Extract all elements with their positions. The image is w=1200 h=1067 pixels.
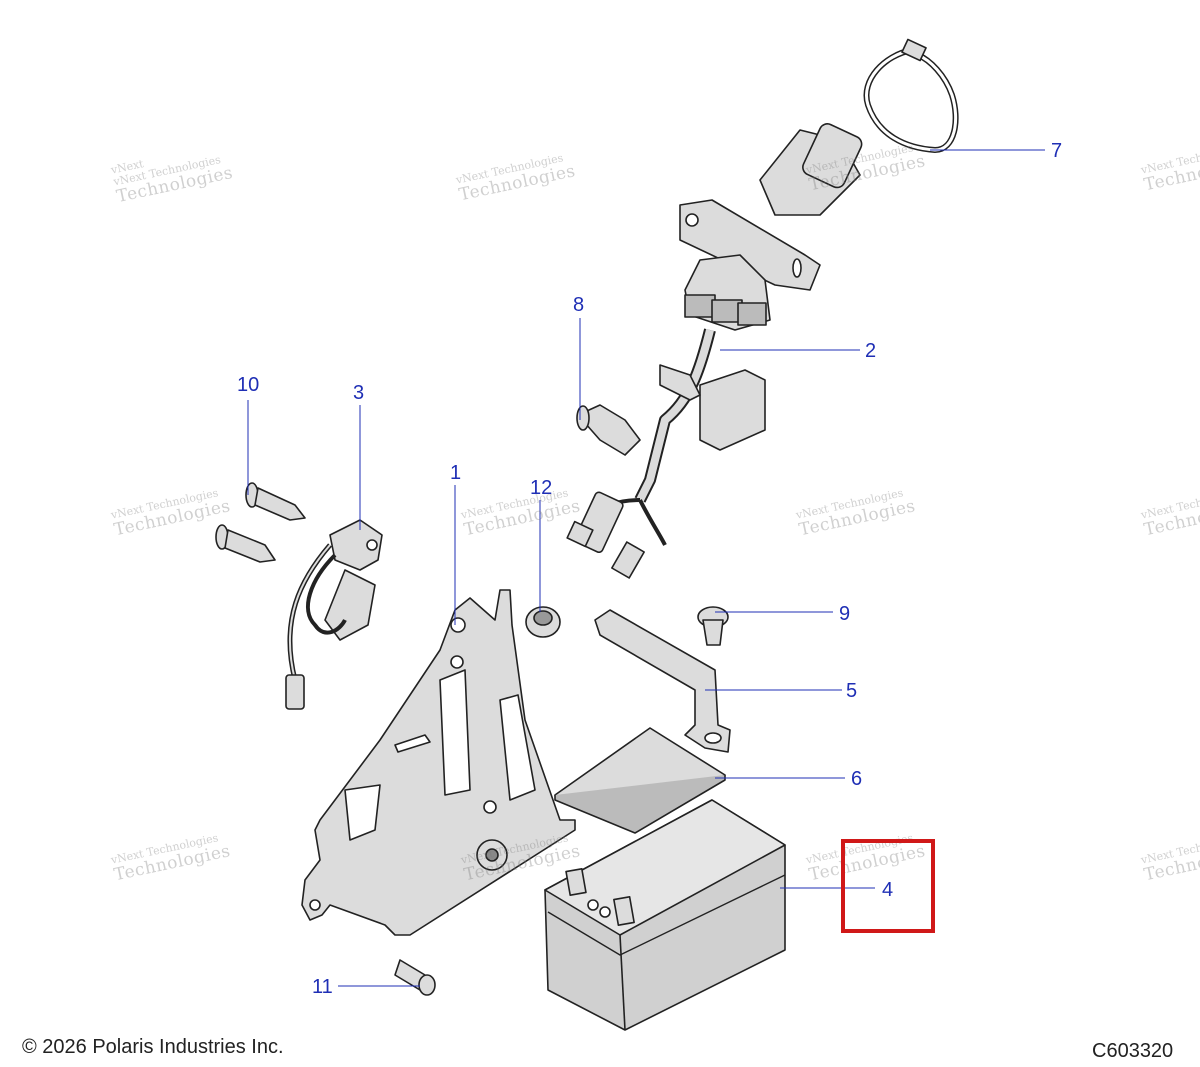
callout-9[interactable]: 9 xyxy=(839,603,851,625)
highlight-box xyxy=(841,839,935,933)
callout-3[interactable]: 3 xyxy=(353,382,365,404)
callout-8[interactable]: 8 xyxy=(573,294,585,316)
part-3-sensor[interactable] xyxy=(285,519,383,710)
callout-6[interactable]: 6 xyxy=(851,768,863,790)
part-5-strap[interactable] xyxy=(594,609,731,753)
callout-11[interactable]: 11 xyxy=(312,976,333,998)
callout-10[interactable]: 10 xyxy=(237,374,260,396)
part-7-cable-tie[interactable] xyxy=(863,38,959,153)
part-9-screw[interactable] xyxy=(697,606,729,646)
leader-lines xyxy=(247,149,1045,987)
callout-1[interactable]: 1 xyxy=(450,462,462,484)
callout-12[interactable]: 12 xyxy=(530,477,553,499)
part-11-screw[interactable] xyxy=(394,959,436,996)
copyright-text: © 2026 Polaris Industries Inc. xyxy=(22,1036,284,1058)
part-8-push-pin[interactable] xyxy=(576,404,641,456)
part-1-battery-bracket[interactable] xyxy=(301,589,576,936)
callout-4[interactable]: 4 xyxy=(882,879,894,901)
callout-2[interactable]: 2 xyxy=(865,340,877,362)
part-4-battery[interactable] xyxy=(544,799,786,1031)
part-12-nut[interactable] xyxy=(525,606,561,638)
callout-5[interactable]: 5 xyxy=(846,680,858,702)
callout-7[interactable]: 7 xyxy=(1051,140,1063,162)
part-10-screws[interactable] xyxy=(215,482,306,563)
diagram-code: C603320 xyxy=(1092,1040,1174,1062)
part-2-harness[interactable] xyxy=(566,121,864,579)
